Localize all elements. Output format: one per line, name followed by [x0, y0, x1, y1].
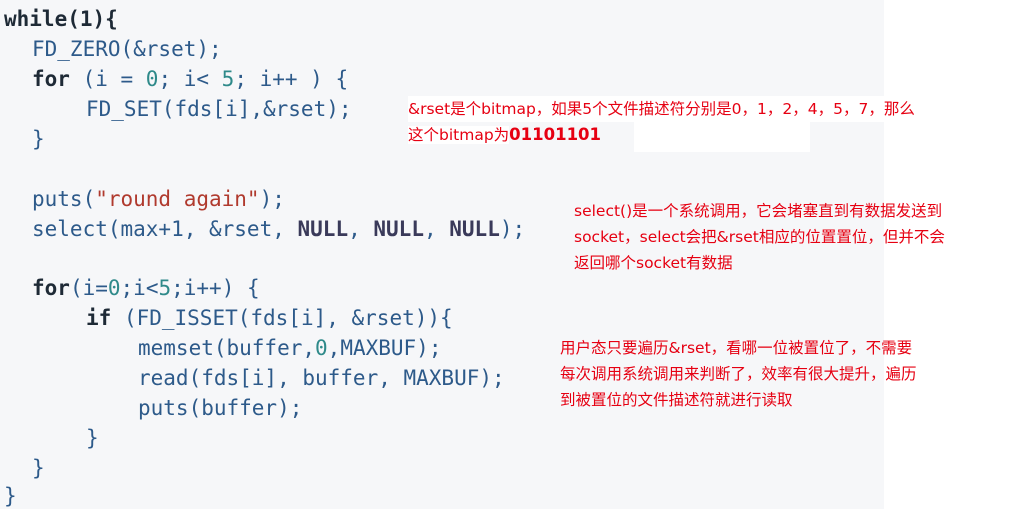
code-line-17: } — [4, 484, 17, 508]
code-line-7: puts("round again"); — [32, 187, 285, 211]
code-line-13: read(fds[i], buffer, MAXBUF); — [138, 366, 505, 390]
code-panel: while(1){ FD_ZERO(&rset); for (i = 0; i<… — [4, 7, 526, 508]
code-line-1: while(1){ — [4, 7, 118, 31]
user-mode-annotation: 用户态只要遍历&rset，看哪一位被置位了，不需要 每次调用系统调用来判断了，效… — [560, 339, 917, 409]
select-annotation: select()是一个系统调用，它会堵塞直到有数据发送到 socket，sele… — [574, 202, 945, 272]
code-line-12: memset(buffer,0,MAXBUF); — [138, 336, 442, 360]
code-line-2: FD_ZERO(&rset); — [32, 37, 222, 61]
bitmap-annotation-line-1: &rset是个bitmap，如果5个文件描述符分别是0，1，2，4，5，7，那么 — [408, 96, 915, 122]
code-line-15: } — [86, 426, 99, 450]
code-line-14: puts(buffer); — [138, 396, 303, 420]
code-line-4: FD_SET(fds[i],&rset); — [86, 97, 352, 121]
bitmap-value: 01101101 — [509, 125, 602, 144]
code-line-16: } — [32, 456, 45, 480]
bitmap-annotation-line-2: 这个bitmap为01101101 — [408, 125, 602, 144]
bitmap-annotation: &rset是个bitmap，如果5个文件描述符分别是0，1，2，4，5，7，那么… — [408, 96, 915, 148]
code-line-5: } — [32, 127, 45, 151]
keyword-while: while — [4, 7, 68, 31]
annotation-backdrop — [634, 122, 810, 152]
code-line-3: for (i = 0; i< 5; i++ ) { — [32, 67, 349, 91]
code-line-10: for(i=0;i<5;i++) { — [32, 276, 260, 300]
code-line-11: if (FD_ISSET(fds[i], &rset)){ — [86, 306, 453, 330]
code-line-8: select(max+1, &rset, NULL, NULL, NULL); — [32, 217, 526, 241]
